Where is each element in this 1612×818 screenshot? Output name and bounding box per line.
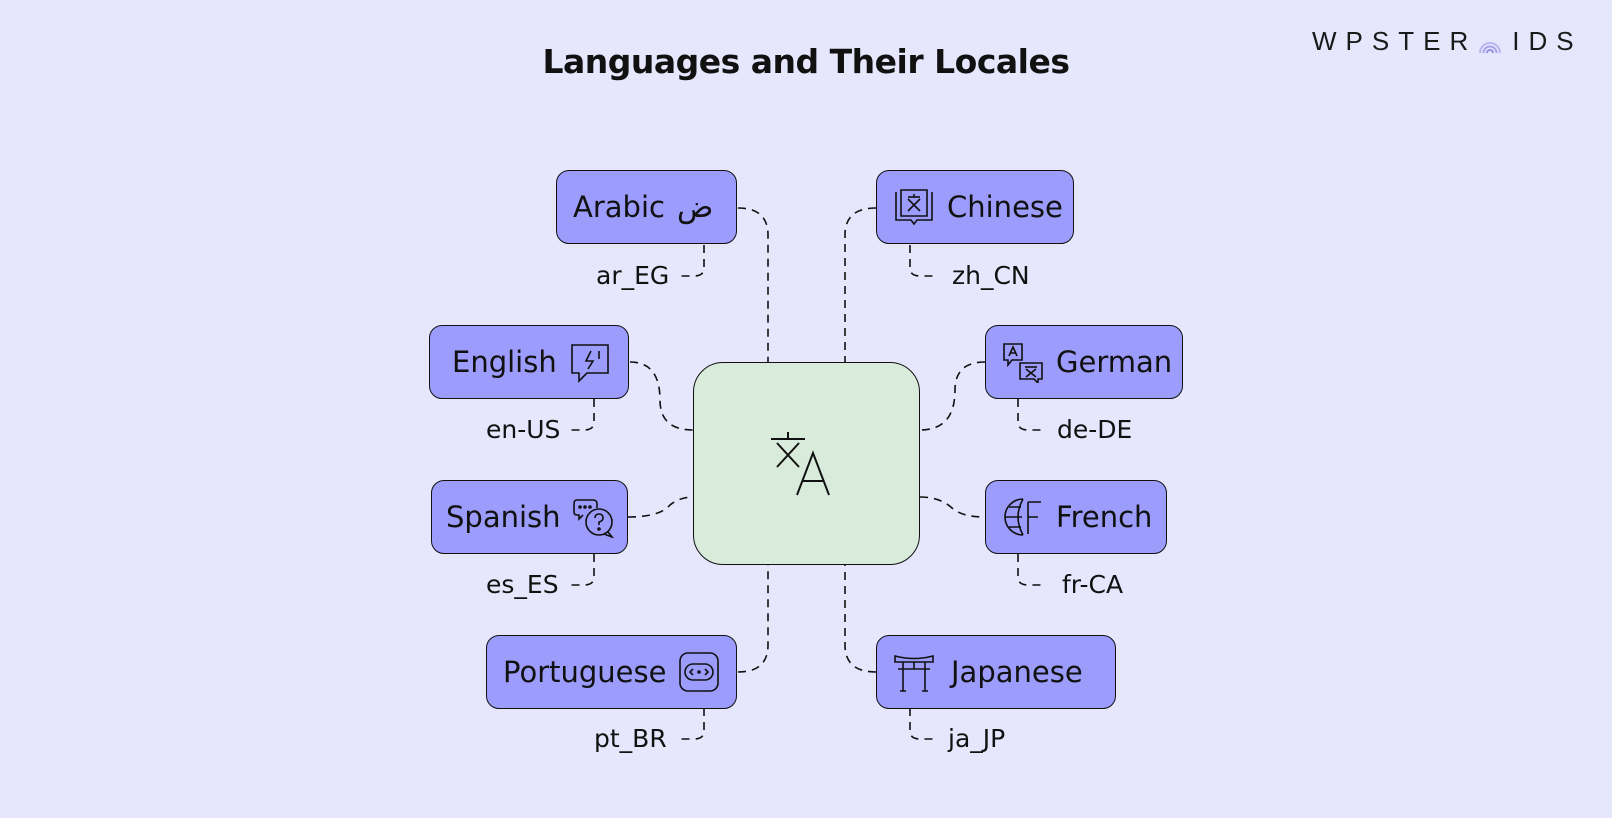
- language-name: Spanish: [446, 500, 561, 534]
- center-translate-node: [693, 362, 920, 565]
- locale-label-english: en-US: [486, 415, 561, 444]
- connector-english-locale: [570, 399, 595, 431]
- language-name: German: [1056, 345, 1173, 379]
- language-name: Chinese: [947, 190, 1063, 224]
- locale-label-german: de-DE: [1057, 415, 1133, 444]
- brand-logo: WPSTER IDS: [1312, 26, 1583, 57]
- locale-label-french: fr-CA: [1062, 570, 1124, 599]
- language-node-arabic: Arabic ض: [556, 170, 737, 244]
- connector-japanese-locale: [909, 708, 935, 740]
- logo-o-icon: [1477, 29, 1503, 55]
- locale-label-portuguese: pt_BR: [594, 724, 667, 753]
- locale-label-arabic: ar_EG: [596, 261, 670, 290]
- globe-f-icon: [1002, 496, 1044, 538]
- logo-text-left: WPSTER: [1312, 26, 1478, 56]
- connector-japanese: [844, 565, 877, 673]
- speech-bubble-icon: [569, 341, 611, 383]
- connector-arabic-locale: [680, 245, 705, 277]
- translate-icon: [770, 431, 830, 495]
- language-name: Portuguese: [503, 655, 667, 689]
- connector-german: [919, 361, 986, 431]
- torii-gate-icon: [893, 651, 935, 693]
- locale-label-chinese: zh_CN: [952, 261, 1030, 290]
- diagram-title: Languages and Their Locales: [542, 42, 1070, 81]
- language-node-chinese: Chinese: [876, 170, 1074, 244]
- language-bubbles-icon: [1002, 341, 1044, 383]
- connector-spanish: [627, 496, 694, 518]
- logo-text-right: IDS: [1512, 26, 1583, 56]
- language-node-german: German: [985, 325, 1183, 399]
- language-name: Arabic: [573, 190, 665, 224]
- language-node-french: French: [985, 480, 1167, 554]
- language-name: Japanese: [951, 655, 1083, 689]
- locale-label-spanish: es_ES: [486, 570, 559, 599]
- connector-german-locale: [1017, 399, 1044, 431]
- connector-chinese: [844, 207, 877, 362]
- language-node-portuguese: Portuguese: [486, 635, 737, 709]
- chat-question-icon: [572, 496, 615, 538]
- connector-arabic: [737, 207, 769, 362]
- language-node-english: English: [429, 325, 629, 399]
- connector-english: [629, 361, 694, 431]
- connector-spanish-locale: [568, 554, 595, 586]
- locale-label-japanese: ja_JP: [948, 724, 1006, 753]
- language-name: French: [1056, 500, 1153, 534]
- connector-french: [919, 496, 986, 518]
- code-chip-icon: [678, 651, 720, 693]
- book-wen-icon: [893, 186, 935, 228]
- connector-chinese-locale: [909, 245, 935, 277]
- connector-french-locale: [1017, 554, 1046, 586]
- arabic-script-glyph: ض: [676, 189, 714, 225]
- connector-portuguese-locale: [680, 708, 705, 740]
- language-name: English: [452, 345, 557, 379]
- language-node-spanish: Spanish: [431, 480, 628, 554]
- language-node-japanese: Japanese: [876, 635, 1116, 709]
- connector-portuguese: [737, 565, 769, 673]
